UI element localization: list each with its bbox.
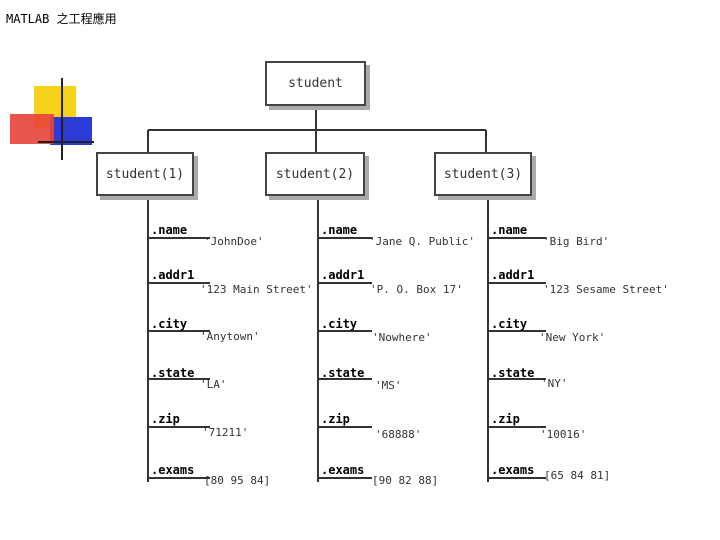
field-name: .addr1: [491, 268, 535, 282]
field-value: '123 Main Street': [200, 283, 313, 296]
field-value: 'Nowhere': [372, 331, 432, 344]
student-3-box: student(3): [434, 152, 532, 196]
field-value: '68888': [375, 428, 422, 441]
student-2-field-ticks: [318, 237, 372, 479]
logo-red-square: [10, 114, 54, 144]
field-name: .city: [491, 317, 528, 331]
field-value: [80 95 84]: [204, 474, 271, 487]
field-name: .addr1: [321, 268, 365, 282]
field-name: .city: [151, 317, 188, 331]
field-name: .city: [321, 317, 358, 331]
decorative-logo: [0, 0, 100, 170]
root-student-box: student: [265, 61, 366, 106]
field-value: 'Jane Q. Public': [369, 235, 475, 248]
field-name: .exams: [151, 463, 195, 477]
logo-horizontal-line: [38, 141, 94, 143]
field-value: 'P. O. Box 17': [370, 283, 463, 296]
field-value: '71211': [202, 426, 249, 439]
field-value: 'New York': [539, 331, 606, 344]
field-name: .exams: [321, 463, 365, 477]
logo-vertical-line: [61, 78, 63, 160]
field-value: [90 82 88]: [372, 474, 439, 487]
student-3-field-ticks: [488, 237, 546, 479]
field-name: .name: [491, 223, 528, 237]
field-name: .exams: [491, 463, 535, 477]
student-2-box: student(2): [265, 152, 365, 196]
field-name: .state: [151, 366, 195, 380]
page-title: MATLAB 之工程應用: [6, 12, 117, 26]
field-name: .addr1: [151, 268, 195, 282]
field-value: 'MS': [375, 379, 402, 392]
field-value: 'NY': [541, 377, 568, 390]
field-value: [65 84 81]: [544, 469, 611, 482]
field-name: .name: [151, 223, 188, 237]
field-value: 'LA': [200, 378, 227, 391]
student-1-field-ticks: [148, 237, 210, 479]
field-value: 'JohnDoe': [204, 235, 264, 248]
field-name: .zip: [151, 412, 180, 426]
field-name: .state: [491, 366, 535, 380]
field-name: .name: [321, 223, 358, 237]
field-name: .zip: [321, 412, 350, 426]
field-value: '123 Sesame Street': [543, 283, 669, 296]
student-1-box: student(1): [96, 152, 194, 196]
field-name: .state: [321, 366, 365, 380]
field-name: .zip: [491, 412, 520, 426]
field-value: 'Anytown': [200, 330, 260, 343]
field-value: '10016': [540, 428, 587, 441]
logo-blue-square: [50, 117, 92, 145]
field-value: 'Big Bird': [543, 235, 610, 248]
